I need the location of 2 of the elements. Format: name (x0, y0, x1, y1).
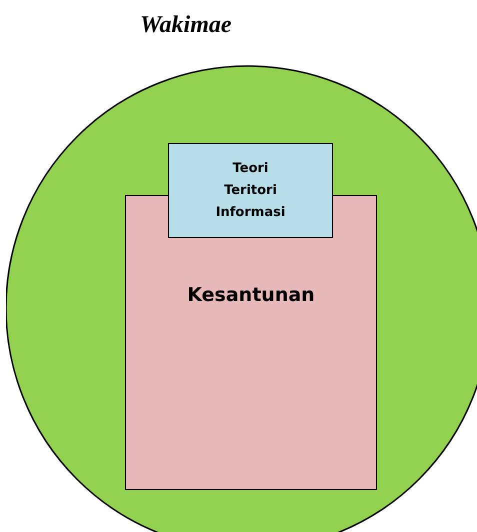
text-box: Teori Teritori Informasi (168, 143, 333, 238)
heading: Wakimae (140, 12, 232, 39)
